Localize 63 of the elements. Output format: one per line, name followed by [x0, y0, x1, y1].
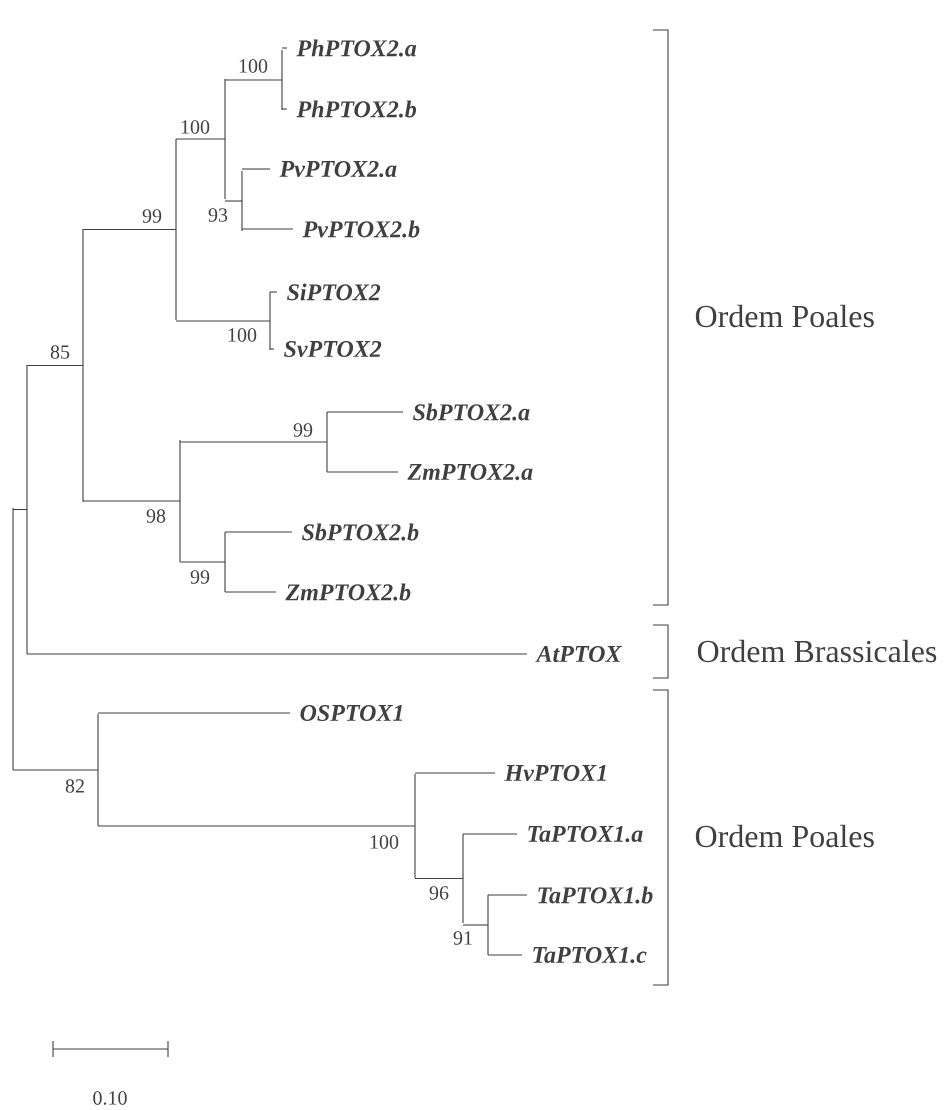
- taxon-label: OSPTOX1: [300, 704, 403, 722]
- bootstrap-value: 100: [228, 328, 257, 342]
- branch-line: [462, 833, 518, 835]
- taxon-label: SvPTOX2: [284, 340, 382, 358]
- branch-line: [82, 500, 181, 502]
- branch-line: [414, 877, 464, 880]
- taxon-label: TaPTOX1.b: [538, 886, 653, 904]
- branch-line: [26, 364, 84, 367]
- branch-line: [97, 825, 416, 827]
- bootstrap-value: 91: [453, 931, 472, 945]
- order-label: Ordem Poales: [695, 304, 874, 328]
- branch-line: [281, 47, 288, 49]
- scale-value: 0.10: [93, 1091, 127, 1105]
- branch-line: [179, 441, 328, 443]
- branch-line: [269, 291, 278, 293]
- bootstrap-value: 82: [65, 779, 84, 793]
- taxon-label: ZmPTOX2.a: [407, 463, 533, 481]
- bootstrap-value: 100: [181, 120, 210, 134]
- taxon-label: PhPTOX2.a: [296, 39, 417, 57]
- branch-line: [224, 591, 277, 593]
- bootstrap-value: 93: [208, 208, 228, 222]
- branch-line: [12, 508, 28, 511]
- branch-line: [175, 138, 226, 140]
- taxon-label: SiPTOX2: [287, 283, 381, 301]
- taxon-label: ZmPTOX2.b: [285, 583, 411, 601]
- branch-line: [326, 411, 404, 413]
- branch-line: [224, 200, 243, 202]
- taxon-label: TaPTOX1.c: [533, 946, 647, 964]
- order-label: Ordem Poales: [695, 824, 874, 848]
- branch-line: [281, 108, 288, 110]
- branch-line: [175, 320, 271, 322]
- taxon-label: PvPTOX2.a: [279, 160, 397, 178]
- branch-line: [179, 561, 226, 563]
- order-label: Ordem Brassicales: [697, 639, 937, 663]
- taxon-label: SbPTOX2.a: [413, 403, 530, 421]
- branch-line: [241, 228, 294, 230]
- bootstrap-value: 99: [293, 423, 313, 437]
- branch-line: [414, 772, 496, 774]
- bootstrap-value: 96: [429, 886, 449, 900]
- branch-line: [487, 894, 528, 896]
- branch-line: [326, 471, 399, 473]
- taxon-label: HvPTOX1: [504, 764, 606, 782]
- bootstrap-value: 100: [239, 59, 268, 73]
- bootstrap-value: 98: [146, 509, 166, 523]
- branch-line: [462, 924, 489, 926]
- branch-line: [241, 168, 271, 170]
- bootstrap-value: 85: [50, 345, 70, 359]
- taxon-label: AtPTOX: [535, 645, 622, 663]
- taxon-label: SbPTOX2.b: [302, 523, 419, 541]
- taxon-label: PhPTOX2.b: [296, 100, 417, 118]
- bootstrap-value: 99: [142, 209, 162, 223]
- branch-line: [12, 769, 99, 771]
- branch-line: [26, 653, 528, 655]
- taxon-label: PvPTOX2.b: [302, 220, 420, 238]
- bootstrap-value: 100: [370, 835, 399, 849]
- branch-line: [487, 954, 523, 956]
- branch-line: [97, 712, 291, 714]
- branch-line: [224, 531, 293, 533]
- branch-line: [82, 228, 177, 231]
- branch-line: [224, 79, 283, 81]
- branch-line: [269, 348, 275, 350]
- bootstrap-value: 99: [190, 570, 210, 584]
- taxon-label: TaPTOX1.a: [528, 825, 643, 843]
